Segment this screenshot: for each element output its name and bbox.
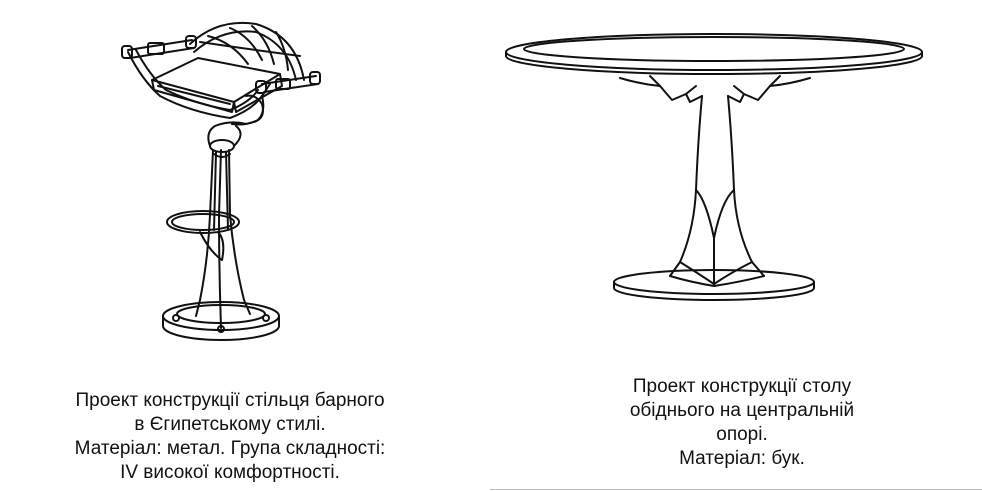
table-caption-line-3: опорі. (716, 424, 768, 445)
table-drawing (505, 33, 923, 301)
stool-panel: Проект конструкції стільця барного в Єги… (0, 0, 460, 491)
stool-caption-line-1: Проект конструкції стільця барного (75, 390, 385, 411)
table-caption: Проект конструкції столу обіднього на це… (510, 375, 974, 471)
stool-caption-line-3: Матеріал: метал. Група складності: (74, 438, 386, 459)
table-caption-line-1: Проект конструкції столу (632, 376, 852, 397)
stool-caption-line-2: в Єгипетському стилі. (134, 414, 326, 435)
divider-line (490, 489, 982, 490)
stool-caption: Проект конструкції стільця барного в Єги… (20, 389, 440, 485)
table-caption-line-4: Матеріал: бук. (679, 448, 805, 469)
stool-caption-line-4: IV високої комфортності. (120, 462, 340, 483)
table-panel: Проект конструкції столу обіднього на це… (490, 0, 982, 491)
table-caption-line-2: обіднього на центральній (629, 400, 855, 421)
stool-drawing (121, 21, 321, 341)
